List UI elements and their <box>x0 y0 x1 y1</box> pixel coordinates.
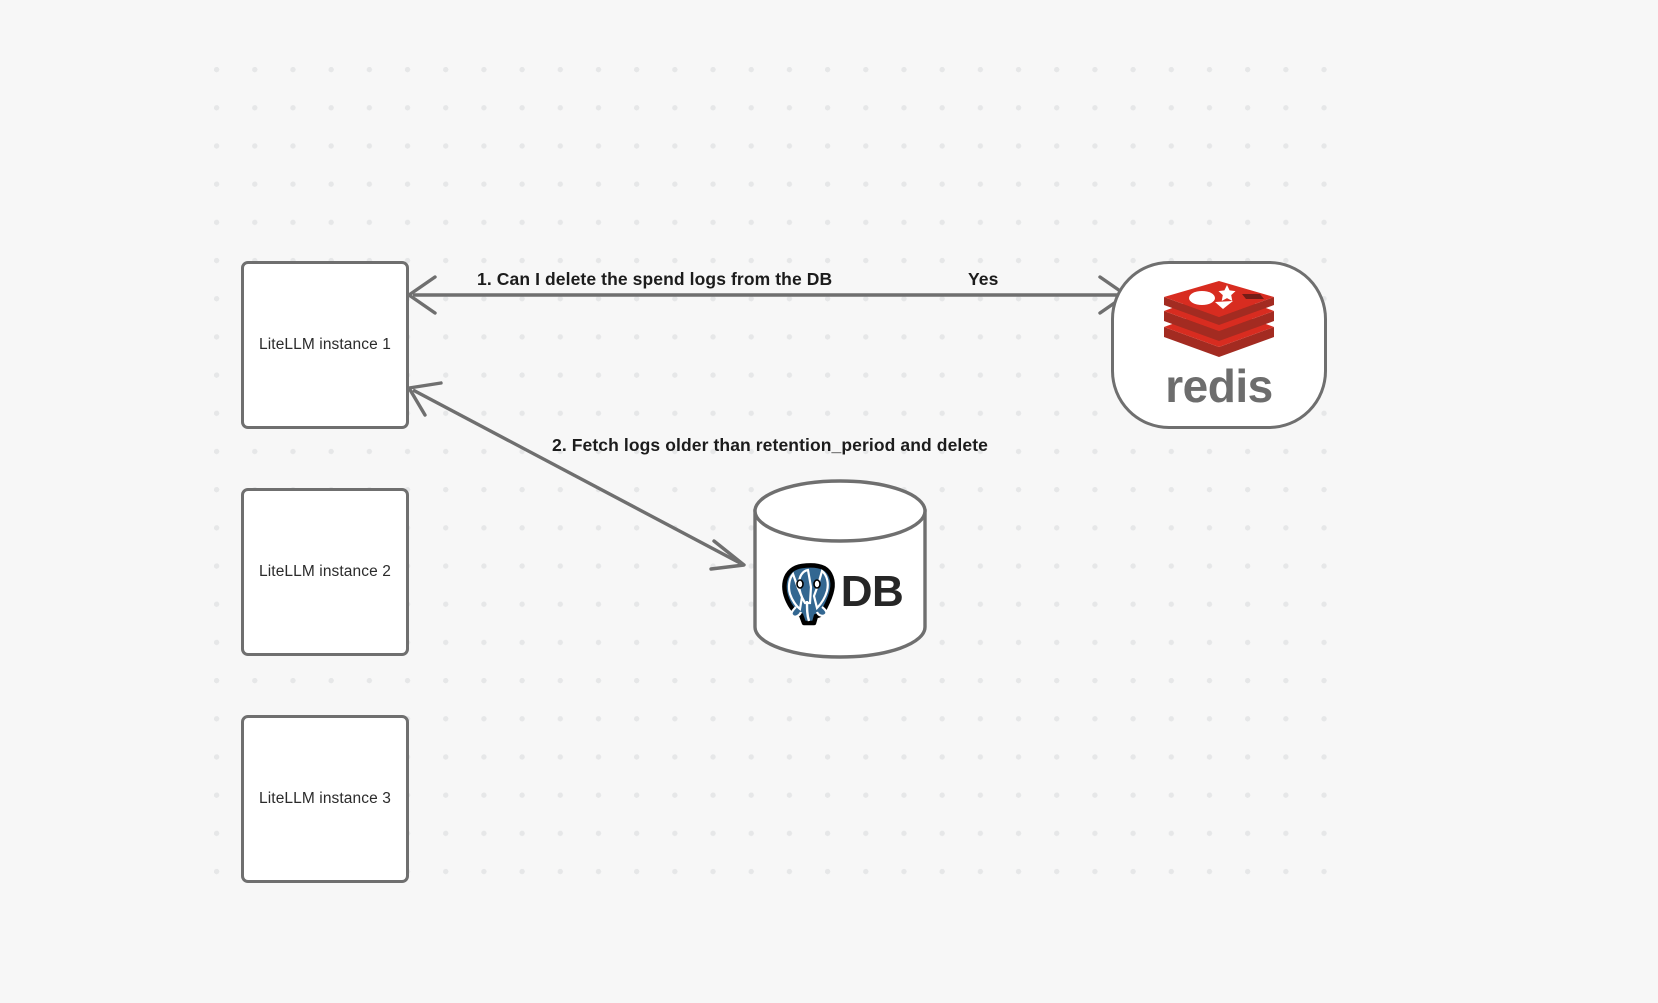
node-redis[interactable]: redis <box>1111 261 1327 429</box>
edge-2-arrowhead-upleft <box>407 381 443 417</box>
edge-2-label: 2. Fetch logs older than retention_perio… <box>552 435 988 455</box>
node-litellm-instance-3-label: LiteLLM instance 3 <box>259 790 391 807</box>
redis-logo-icon <box>1164 281 1274 357</box>
node-redis-label: redis <box>1165 360 1273 412</box>
node-database[interactable]: DB <box>762 552 918 632</box>
edge-1-reply-label: Yes <box>968 269 999 289</box>
edge-2-arrowhead-downright <box>709 539 746 571</box>
edge-1-label: 1. Can I delete the spend logs from the … <box>477 269 833 289</box>
node-litellm-instance-2[interactable]: LiteLLM instance 2 <box>241 488 409 656</box>
edge-1-arrowhead-left <box>407 275 437 315</box>
node-litellm-instance-1[interactable]: LiteLLM instance 1 <box>241 261 409 429</box>
node-litellm-instance-3[interactable]: LiteLLM instance 3 <box>241 715 409 883</box>
postgresql-elephant-logo-icon <box>781 563 835 626</box>
node-litellm-instance-1-label: LiteLLM instance 1 <box>259 336 391 353</box>
node-litellm-instance-2-label: LiteLLM instance 2 <box>259 563 391 580</box>
node-database-label: DB <box>840 567 904 616</box>
edge-2-connector <box>407 381 746 571</box>
